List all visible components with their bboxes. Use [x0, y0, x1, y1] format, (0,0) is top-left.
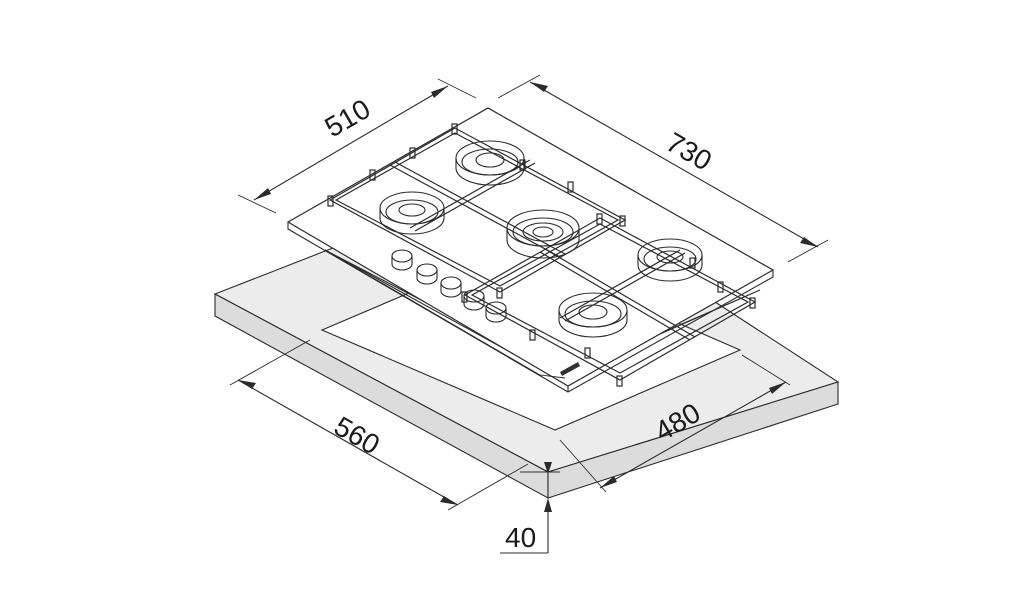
burner-center-wok — [506, 209, 580, 259]
label-hob-depth: 510 — [320, 93, 376, 143]
label-cutout-width: 560 — [329, 410, 385, 460]
burner-rear-right — [637, 238, 703, 282]
knob-1 — [391, 249, 413, 271]
burner-front-left — [379, 191, 445, 235]
label-thickness: 40 — [505, 522, 536, 553]
label-hob-width: 730 — [661, 126, 717, 176]
knob-5 — [485, 301, 507, 323]
burner-rear-left — [455, 140, 525, 186]
knob-3 — [440, 276, 462, 298]
knob-2 — [416, 263, 438, 285]
burner-front-right — [558, 292, 628, 338]
control-knobs — [391, 249, 507, 323]
brand-badge — [560, 362, 580, 376]
dim-thickness: 40 — [500, 462, 560, 554]
gas-hob — [286, 107, 775, 393]
pan-supports — [327, 123, 757, 387]
worktop-right-face — [547, 381, 839, 499]
knob-4 — [463, 289, 485, 311]
